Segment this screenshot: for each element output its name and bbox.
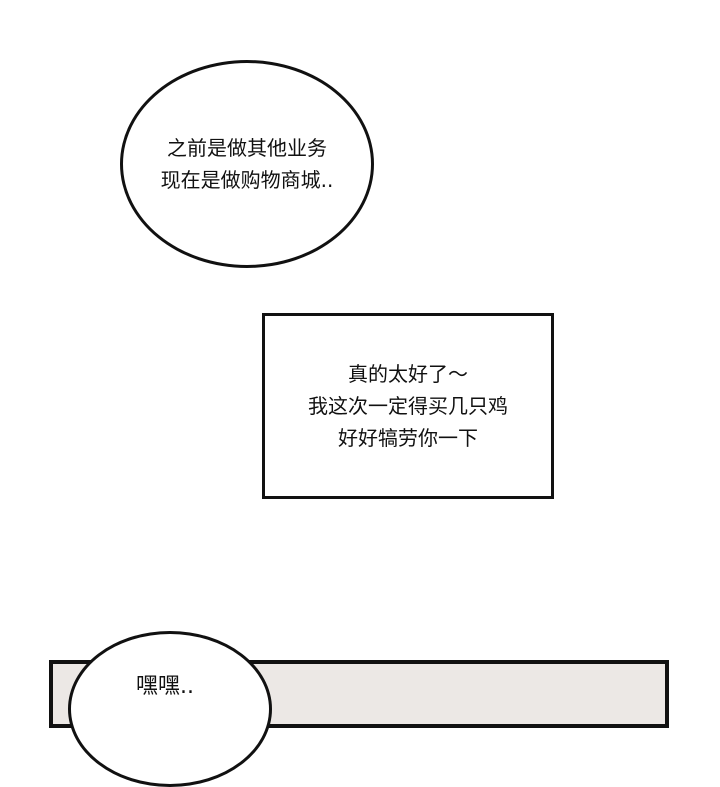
- dialogue-line: 之前是做其他业务: [167, 136, 327, 160]
- dialogue-line: 我这次一定得买几只鸡: [308, 394, 508, 418]
- dialogue-line: 好好犒劳你一下: [338, 426, 478, 450]
- speech-bubble-oval: 之前是做其他业务 现在是做购物商城..: [120, 60, 374, 268]
- dialogue-line: 现在是做购物商城..: [160, 168, 334, 192]
- speech-box: 真的太好了～ 我这次一定得买几只鸡 好好犒劳你一下: [262, 313, 554, 499]
- speech-bubble-bottom: [68, 631, 272, 787]
- dialogue-line: 真的太好了～: [348, 362, 468, 386]
- dialogue-line: 嘿嘿..: [136, 674, 194, 699]
